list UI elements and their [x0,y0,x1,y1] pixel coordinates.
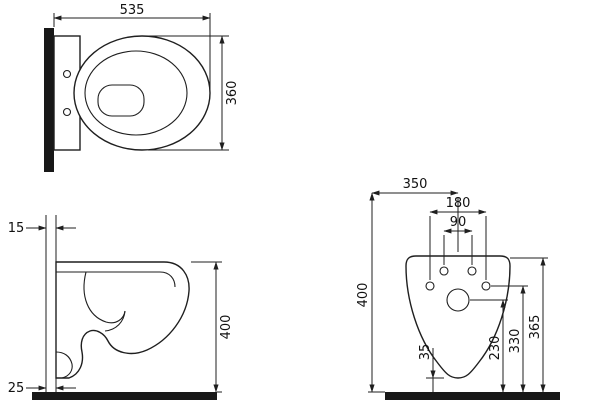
outlet-detail [55,351,73,379]
rear-view: 350 180 90 400 35 [356,177,560,400]
inlet-hole-left [439,266,449,276]
floor-section [32,392,217,400]
dim-label-height: 400 [219,315,234,340]
top-view: 535 360 [44,3,240,172]
dim-top-length: 535 [53,3,211,91]
trapway-curve [104,310,126,332]
dim-rear-offset: 350 [371,177,459,252]
fixing-hole-top [62,69,72,79]
dim-rear-bolt-height: 330 [491,285,528,393]
rim-section-line [56,271,176,288]
fixing-hole-bottom [62,107,72,117]
bolt-hole-right [481,281,491,291]
bolt-hole-left [425,281,435,291]
dim-rear-body-height: 365 [510,257,548,393]
wall-section-top-view [44,28,54,172]
dim-label-bottom-gap: 25 [8,381,25,396]
floor-section-rear [385,392,560,400]
dim-rear-outlet-height: 230 [470,299,508,393]
dim-label-body-height: 365 [528,315,543,340]
water-surface [97,84,145,117]
dim-label-bolt-spacing: 180 [446,196,471,211]
bowl-rim [84,50,188,136]
inner-bowl-curve [83,271,126,324]
dim-label-outlet-height: 230 [488,336,503,361]
dim-label-supply-height: 400 [356,283,371,308]
dim-side-top-gap: 15 [8,221,76,236]
dim-label-offset: 350 [403,177,428,192]
dim-rear-bolt-spacing: 180 [429,196,487,280]
dim-label-width: 360 [225,81,240,106]
dim-rear-hole-spacing: 90 [443,215,473,265]
dim-rear-clearance: 35 [418,344,444,392]
dim-side-height: 400 [191,261,234,393]
dim-side-bottom-gap: 25 [8,381,76,396]
dim-label-hole-spacing: 90 [450,215,467,230]
dim-label-bolt-height: 330 [508,329,523,354]
bowl-outer-outline [73,35,211,151]
dim-label-top-gap: 15 [8,221,25,236]
inlet-hole-right [467,266,477,276]
dim-label-length: 535 [120,3,145,18]
side-view: 15 25 400 [8,215,234,400]
dim-top-width: 360 [148,35,240,151]
drain-opening [446,288,470,312]
dim-rear-supply-height: 400 [356,192,385,393]
dim-label-clearance: 35 [418,344,433,361]
